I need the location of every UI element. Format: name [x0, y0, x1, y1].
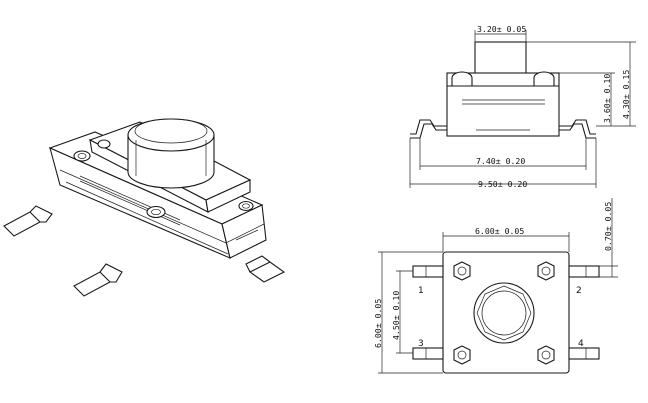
- pin-label-3: 3: [418, 339, 424, 349]
- dim-inner-width: 7.40± 0.20: [476, 156, 525, 166]
- dim-body-height-plan: 6.00± 0.05: [373, 299, 383, 348]
- side-elevation-view: 3.20± 0.05 7.40± 0.20 9.50± 0.20 3.60± 0…: [409, 24, 636, 189]
- dim-body-width: 6.00± 0.05: [475, 226, 524, 236]
- pin-label-4: 4: [578, 339, 584, 349]
- pin-label-2: 2: [576, 286, 582, 296]
- dim-overall-width: 9.50± 0.20: [478, 179, 527, 189]
- corner-post-bl: [453, 345, 471, 365]
- center-actuator: [473, 282, 535, 344]
- isometric-switch-view: [3, 118, 286, 297]
- dim-pin-offset: 0.70± 0.05: [603, 202, 613, 251]
- dim-actuator-width: 3.20± 0.05: [477, 24, 526, 34]
- dim-pin-spacing: 4.50± 0.10: [391, 291, 401, 340]
- plan-view: 1 2 3 4 6.00± 0.05 0.70± 0.05 6.00± 0.05…: [373, 198, 618, 374]
- corner-post-tr: [537, 261, 555, 281]
- pin-label-1: 1: [418, 286, 424, 296]
- dim-body-height: 3.60± 0.10: [602, 74, 612, 123]
- corner-post-br: [537, 345, 555, 365]
- dim-total-height: 4.30± 0.15: [621, 70, 631, 119]
- corner-post-tl: [453, 261, 471, 281]
